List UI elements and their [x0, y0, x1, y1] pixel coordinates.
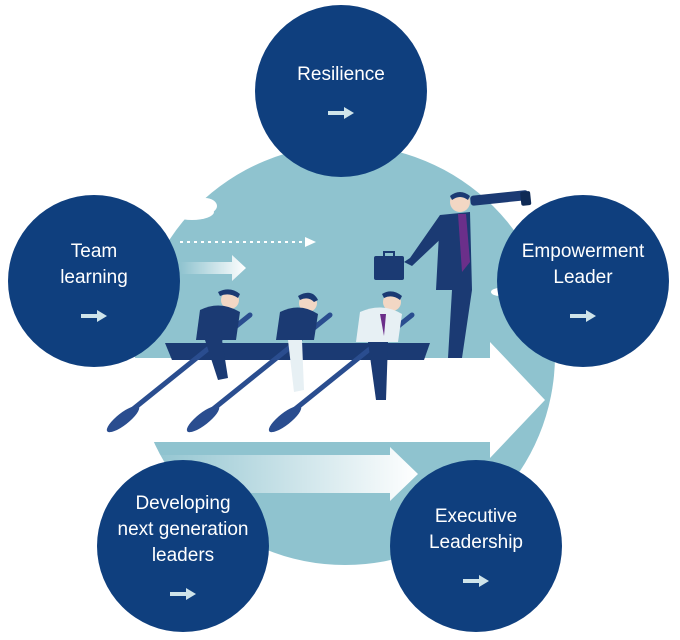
telescope-icon: [470, 190, 532, 206]
right-arrow-icon: [170, 588, 196, 600]
circle-developing-leaders[interactable]: Developing next generation leaders: [97, 460, 269, 632]
dotted-arrow: [180, 237, 316, 247]
node-label: Executive Leadership: [428, 506, 524, 553]
right-arrow-icon: [328, 107, 354, 119]
node-label: Team learning: [60, 241, 128, 288]
circle-resilience[interactable]: Resilience: [255, 5, 427, 177]
circle-team-learning[interactable]: Team learning: [8, 195, 180, 367]
right-arrow-icon: [463, 575, 489, 587]
rower-figure: [276, 292, 318, 392]
briefcase-icon: [374, 251, 404, 280]
circle-empowerment-leader[interactable]: Empowerment Leader: [497, 195, 669, 367]
right-arrow-icon: [180, 255, 246, 281]
right-arrow-icon: [570, 310, 596, 322]
leader-figure: [404, 192, 472, 358]
rower-figure: [196, 289, 240, 380]
node-label: Resilience: [297, 64, 385, 85]
node-label: Empowerment Leader: [521, 241, 645, 288]
rower-figure: [356, 291, 402, 400]
circle-executive-leadership[interactable]: Executive Leadership: [390, 460, 562, 632]
right-arrow-icon: [81, 310, 107, 322]
cloud-icon: [170, 198, 217, 220]
node-label: Developing next generation leaders: [117, 493, 249, 566]
